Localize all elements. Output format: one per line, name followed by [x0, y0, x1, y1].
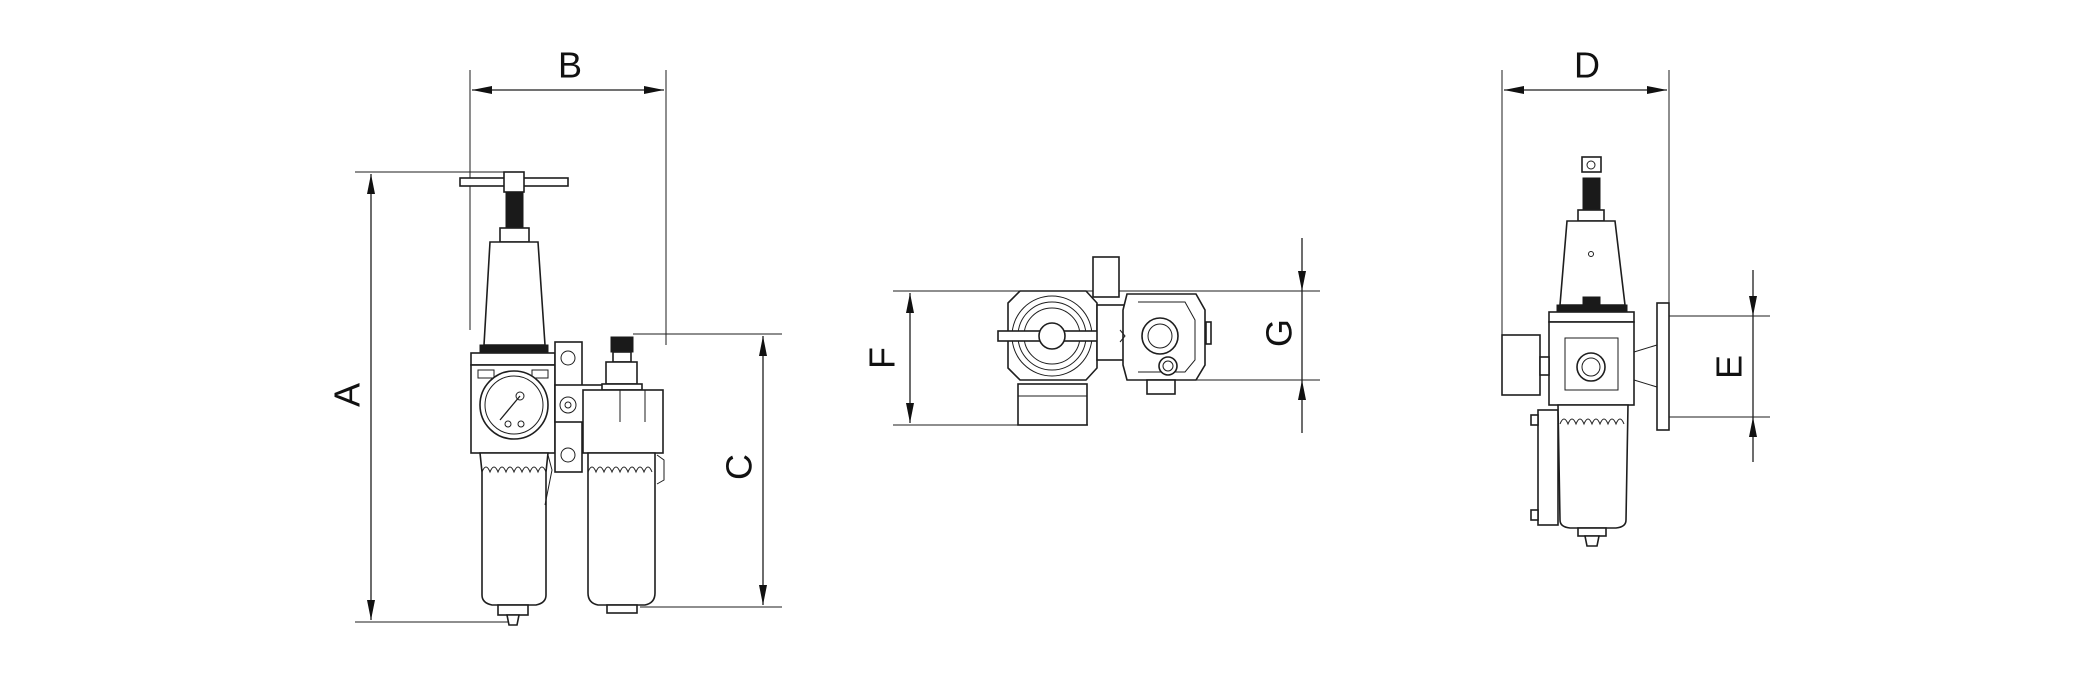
gauge-side	[1501, 334, 1541, 396]
outlet-port	[1141, 317, 1179, 355]
regulator-unit	[459, 171, 569, 626]
pressure-gauge	[479, 370, 549, 440]
drain-valve	[506, 614, 520, 626]
dimension-label-e: E	[1709, 355, 1750, 379]
dimension-label-a: A	[327, 383, 368, 407]
lubricator-unit	[582, 336, 665, 614]
sight-dome-nut	[605, 361, 638, 385]
rear-plate	[1537, 409, 1559, 526]
bonnet-side	[1559, 220, 1626, 306]
front-view-filter-regulator-lubricator: B A C	[327, 45, 782, 626]
dimension-label-b: B	[558, 45, 582, 86]
dimension-label-g: G	[1259, 319, 1300, 347]
dimension-b: B	[469, 45, 667, 345]
drain-nut	[497, 604, 529, 616]
lubricator-bowl	[587, 452, 656, 606]
dimension-label-d: D	[1574, 45, 1600, 86]
top-view: F G	[862, 238, 1320, 433]
mounting-flange	[1656, 302, 1670, 431]
side-view: D E	[1501, 45, 1770, 547]
side-port	[1576, 352, 1606, 382]
dimension-d: D	[1501, 45, 1670, 335]
filter-bowl-side	[1557, 404, 1629, 529]
oil-fill-cap	[610, 336, 634, 353]
dimension-c: C	[633, 333, 782, 608]
dimension-label-f: F	[862, 347, 903, 369]
dimension-label-c: C	[719, 454, 760, 480]
top-fitting	[1092, 256, 1120, 298]
dimension-e: E	[1669, 270, 1770, 462]
handle-end	[1581, 156, 1602, 173]
adjusting-stem	[505, 191, 524, 229]
bonnet	[483, 241, 546, 346]
gauge-side-cap	[1017, 383, 1088, 426]
lubricator-body	[582, 389, 664, 454]
filter-bowl	[479, 452, 549, 606]
dimension-a: A	[327, 171, 520, 623]
lock-nut	[499, 227, 530, 243]
